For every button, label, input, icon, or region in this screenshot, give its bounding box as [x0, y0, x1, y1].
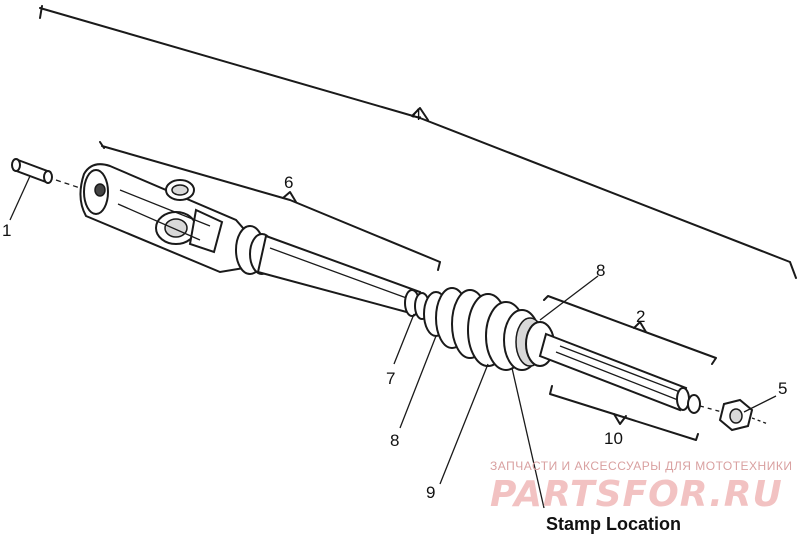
callout-1: 1 — [2, 221, 11, 240]
outer-shaft — [538, 332, 723, 414]
callout-4: 4 — [412, 105, 421, 124]
bracket-4-peak — [411, 107, 429, 121]
bracket-6-peak — [282, 191, 297, 203]
bracket-2-peak — [633, 321, 647, 333]
bracket-10-peak — [613, 413, 627, 425]
callout-6: 6 — [284, 173, 293, 192]
bracket-2 — [543, 295, 717, 365]
callout-2: 2 — [636, 307, 645, 326]
callout-8-bottom: 8 — [390, 431, 399, 450]
stamp-location-label: Stamp Location — [546, 514, 681, 534]
callout-7: 7 — [386, 369, 395, 388]
leader-8-top — [539, 275, 599, 321]
leader-9 — [439, 363, 489, 485]
drive-shaft — [256, 234, 430, 320]
cv-joint-part-6 — [79, 163, 275, 275]
leader-8-bottom — [399, 335, 437, 429]
boot-assembly — [423, 287, 555, 371]
watermark-tagline: ЗАПЧАСТИ И АКСЕССУАРЫ ДЛЯ МОТОТЕХНИКИ — [490, 459, 792, 473]
leader-7 — [393, 313, 415, 365]
callout-9: 9 — [426, 483, 435, 502]
callout-8-top: 8 — [596, 261, 605, 280]
nut-part-5 — [718, 398, 769, 432]
leader-stamp — [511, 367, 545, 509]
leader-1 — [9, 175, 31, 221]
pin-part-1 — [11, 158, 87, 191]
bracket-6 — [99, 141, 441, 271]
bracket-4 — [39, 5, 797, 279]
callout-10: 10 — [604, 429, 623, 448]
watermark-brand: PARTSFOR.RU — [490, 474, 783, 515]
bracket-10 — [549, 385, 699, 441]
callout-5: 5 — [778, 379, 787, 398]
leader-5 — [743, 395, 777, 413]
